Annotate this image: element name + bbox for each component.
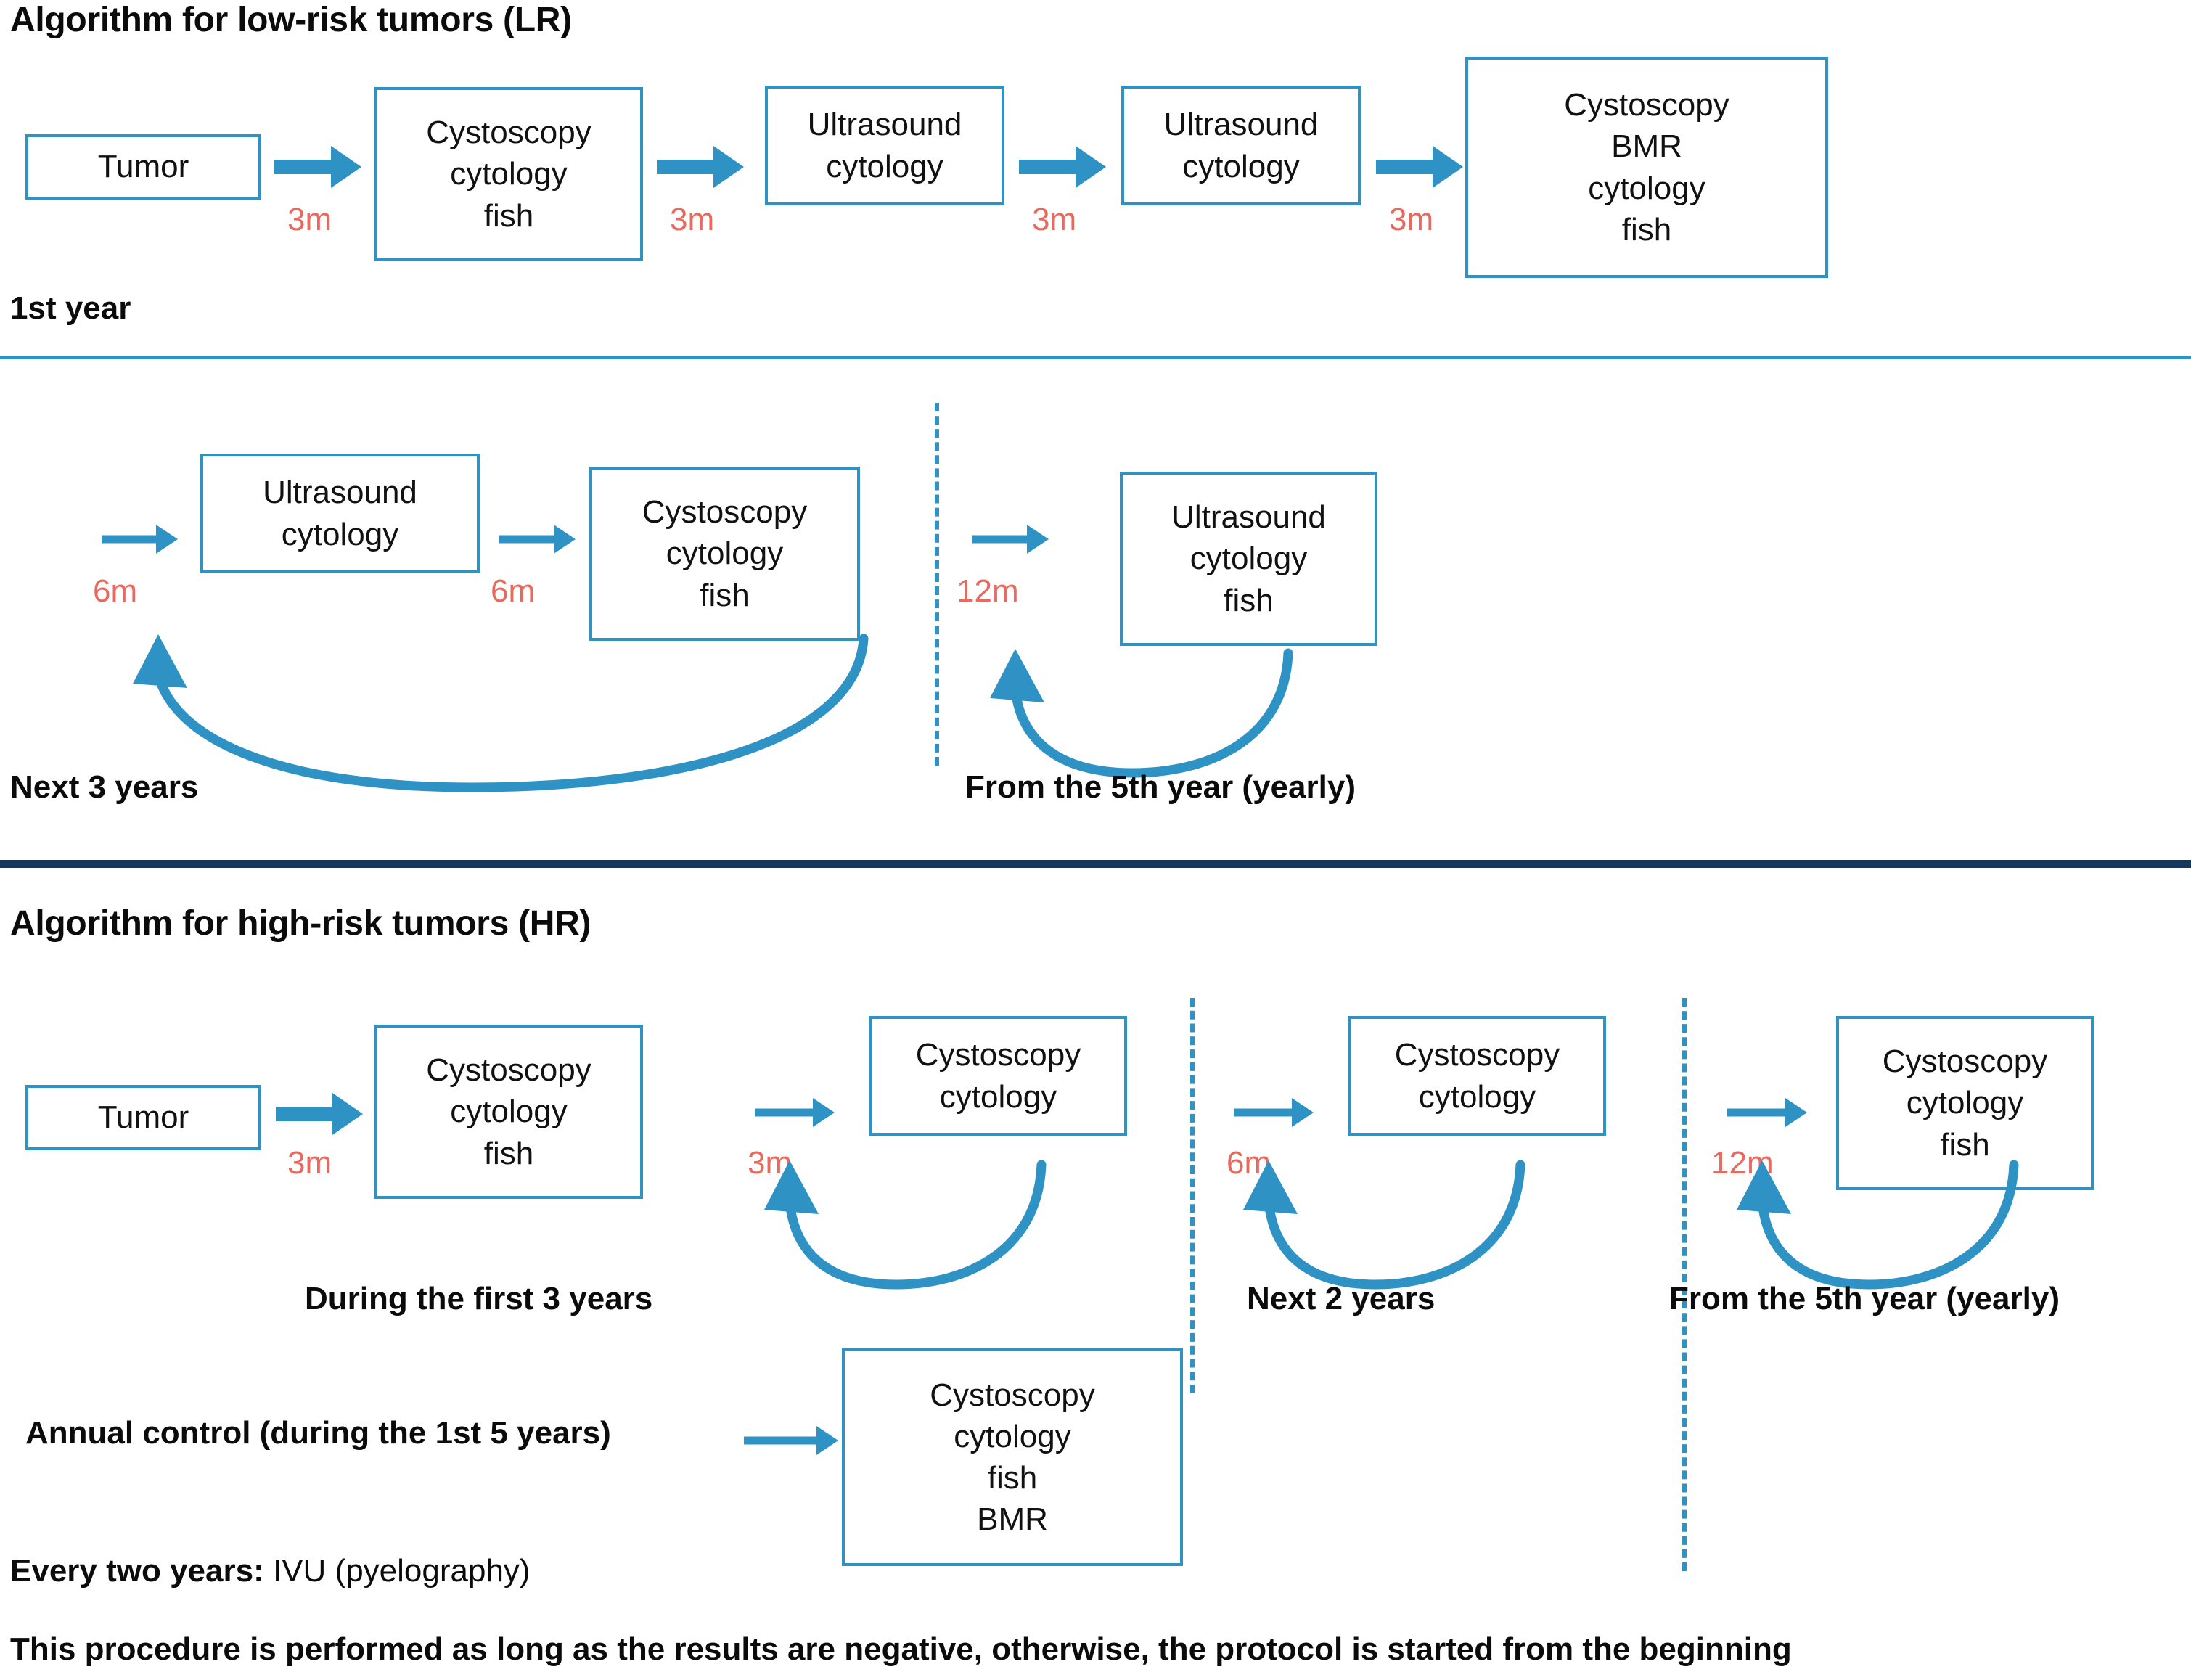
arrow-shaft — [1727, 1108, 1785, 1117]
arrow-shaft — [744, 1436, 816, 1445]
interval-hr-1: 3m — [287, 1145, 332, 1181]
arrow-shaft — [274, 160, 335, 174]
arrow-hr-1 — [276, 1093, 363, 1135]
arrow-head — [1785, 1098, 1807, 1127]
arrow-shaft — [972, 535, 1029, 544]
arrow-hr-2 — [755, 1098, 835, 1127]
lr-y1-cysto-bmr-box: Cystoscopy BMR cytology fish — [1465, 57, 1828, 278]
arrow-shaft — [1234, 1108, 1292, 1117]
arrow-head — [1433, 146, 1463, 188]
arrow-head — [816, 1426, 838, 1455]
hr-next2years-caption: Next 2 years — [1247, 1281, 1436, 1316]
lr-n3-us-box: Ultrasound cytology — [200, 454, 480, 573]
arrow-lr-y1-1 — [274, 146, 361, 188]
hr-cysto-1-box: Cystoscopy cytology fish — [374, 1025, 643, 1199]
arrow-head — [554, 525, 576, 554]
loop-arrow-hr-fifthyear — [1737, 1160, 2019, 1290]
interval-lr-y1-2: 3m — [670, 202, 715, 237]
arrow-hr-3 — [1234, 1098, 1314, 1127]
arrow-head — [1292, 1098, 1314, 1127]
arrow-head — [331, 146, 361, 188]
arrow-head — [1076, 146, 1106, 188]
arrow-head — [1027, 525, 1049, 554]
hr-cysto-3-box: Cystoscopy cytology — [1348, 1016, 1606, 1136]
hr-title: Algorithm for high-risk tumors (HR) — [10, 904, 591, 943]
lr-y5-us-box: Ultrasound cytology fish — [1120, 472, 1377, 646]
arrow-lr-n3-2 — [499, 525, 576, 554]
interval-lr-y1-1: 3m — [287, 202, 332, 237]
arrow-shaft — [755, 1108, 813, 1117]
footer-note: This procedure is performed as long as t… — [10, 1631, 1792, 1667]
lr-year1-caption: 1st year — [10, 290, 131, 326]
every-two-years-note: Every two years: IVU (pyelography) — [10, 1553, 531, 1589]
arrow-shaft — [1019, 160, 1080, 174]
arrow-head — [813, 1098, 835, 1127]
lr-y1-cysto-1-box: Cystoscopy cytology fish — [374, 87, 643, 261]
lr-next3years-caption: Next 3 years — [10, 769, 199, 805]
arrow-lr-n3-in — [102, 525, 178, 554]
hr-fifthyear-caption: From the 5th year (yearly) — [1669, 1281, 2060, 1316]
arrow-shaft — [276, 1107, 337, 1121]
arrow-shaft — [657, 160, 718, 174]
lr-title: Algorithm for low-risk tumors (LR) — [10, 1, 572, 39]
arrow-shaft — [499, 535, 556, 544]
lr-fifthyear-caption: From the 5th year (yearly) — [965, 769, 1356, 805]
vertical-dashed-divider-lr — [935, 403, 939, 766]
every-two-years-label: Every two years: — [10, 1553, 264, 1589]
lr-y1-tumor-box: Tumor — [25, 134, 261, 200]
arrow-shaft — [102, 535, 158, 544]
loop-arrow-lr-next3years — [133, 634, 869, 792]
lr-y1-us-2-box: Ultrasound cytology — [1121, 86, 1361, 205]
every-two-years-value: IVU (pyelography) — [263, 1553, 531, 1589]
arrow-lr-y5-in — [972, 525, 1049, 554]
hr-cysto-4-box: Cystoscopy cytology fish — [1836, 1016, 2094, 1190]
lr-y1-us-1-box: Ultrasound cytology — [765, 86, 1004, 205]
vertical-dashed-divider-hr-1 — [1190, 998, 1195, 1393]
divider-lr-hr — [0, 860, 2191, 868]
lr-n3-cysto-box: Cystoscopy cytology fish — [589, 467, 860, 641]
interval-lr-n3-1: 6m — [93, 573, 138, 609]
arrow-lr-y1-3 — [1019, 146, 1106, 188]
arrow-head — [332, 1093, 363, 1135]
interval-lr-y1-4: 3m — [1389, 202, 1434, 237]
loop-arrow-hr-next2years — [1243, 1160, 1525, 1290]
loop-arrow-lr-fifthyear — [990, 648, 1293, 778]
hr-annual-box: Cystoscopy cytology fish BMR — [842, 1348, 1183, 1566]
divider-lr-sections — [0, 356, 2191, 359]
arrow-head — [713, 146, 744, 188]
arrow-hr-4 — [1727, 1098, 1807, 1127]
interval-lr-y5: 12m — [957, 573, 1019, 609]
interval-lr-y1-3: 3m — [1032, 202, 1077, 237]
hr-tumor-box: Tumor — [25, 1085, 261, 1150]
loop-arrow-hr-first3years — [764, 1160, 1047, 1290]
interval-lr-n3-2: 6m — [491, 573, 536, 609]
arrow-lr-y1-4 — [1376, 146, 1463, 188]
hr-annual-control-label: Annual control (during the 1st 5 years) — [25, 1415, 611, 1451]
hr-cysto-2-box: Cystoscopy cytology — [869, 1016, 1127, 1136]
arrow-lr-y1-2 — [657, 146, 744, 188]
arrow-hr-annual — [744, 1426, 838, 1455]
arrow-head — [156, 525, 178, 554]
arrow-shaft — [1376, 160, 1437, 174]
vertical-dashed-divider-hr-2 — [1682, 998, 1687, 1571]
hr-first3years-caption: During the first 3 years — [305, 1281, 653, 1316]
